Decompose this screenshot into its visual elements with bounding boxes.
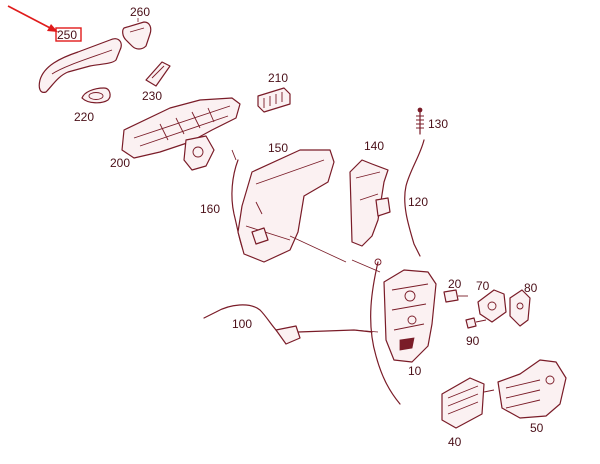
part-70-bracket[interactable] <box>477 289 507 323</box>
highlight-arrow <box>7 5 58 32</box>
part-150-lock-cover[interactable] <box>237 149 335 263</box>
callout-labels: 250 260 230 220 210 200 150 140 130 120 … <box>55 5 544 449</box>
label-90: 90 <box>466 334 480 348</box>
part-130-pin[interactable] <box>416 107 424 135</box>
label-150: 150 <box>268 141 288 155</box>
label-130: 130 <box>428 117 448 131</box>
part-lock-cable[interactable] <box>370 258 401 405</box>
part-220-bezel[interactable] <box>81 87 111 104</box>
label-20: 20 <box>448 277 462 291</box>
label-80: 80 <box>524 281 538 295</box>
label-10: 10 <box>408 364 422 378</box>
label-70: 70 <box>476 279 490 293</box>
part-100-cable[interactable] <box>203 304 373 345</box>
part-50-latch[interactable] <box>497 359 567 419</box>
part-90-bolt[interactable] <box>465 317 487 329</box>
part-20-screw[interactable] <box>443 289 468 303</box>
label-220: 220 <box>74 110 94 124</box>
label-120: 120 <box>408 195 428 209</box>
part-10-lock[interactable] <box>383 269 437 363</box>
label-210: 210 <box>268 71 288 85</box>
label-40: 40 <box>448 435 462 449</box>
part-230-cover-plate[interactable] <box>145 61 171 87</box>
label-200: 200 <box>110 156 130 170</box>
label-250: 250 <box>57 28 77 42</box>
part-250-outer-handle[interactable] <box>38 38 122 93</box>
part-200-handle-carrier[interactable] <box>121 97 241 171</box>
part-140-lock-support[interactable] <box>349 159 391 247</box>
label-160: 160 <box>200 202 220 216</box>
label-140: 140 <box>364 139 384 153</box>
part-40-control-unit[interactable] <box>441 377 495 429</box>
guide-lines <box>289 235 381 333</box>
part-210-bracket[interactable] <box>257 87 291 113</box>
label-260: 260 <box>130 5 150 19</box>
highlight-box-250 <box>55 27 82 42</box>
label-100: 100 <box>232 317 252 331</box>
label-50: 50 <box>530 421 544 435</box>
label-230: 230 <box>142 89 162 103</box>
part-260-handle-cap[interactable] <box>122 21 152 50</box>
part-80-plate[interactable] <box>509 289 531 327</box>
part-120-rod[interactable] <box>404 139 425 257</box>
